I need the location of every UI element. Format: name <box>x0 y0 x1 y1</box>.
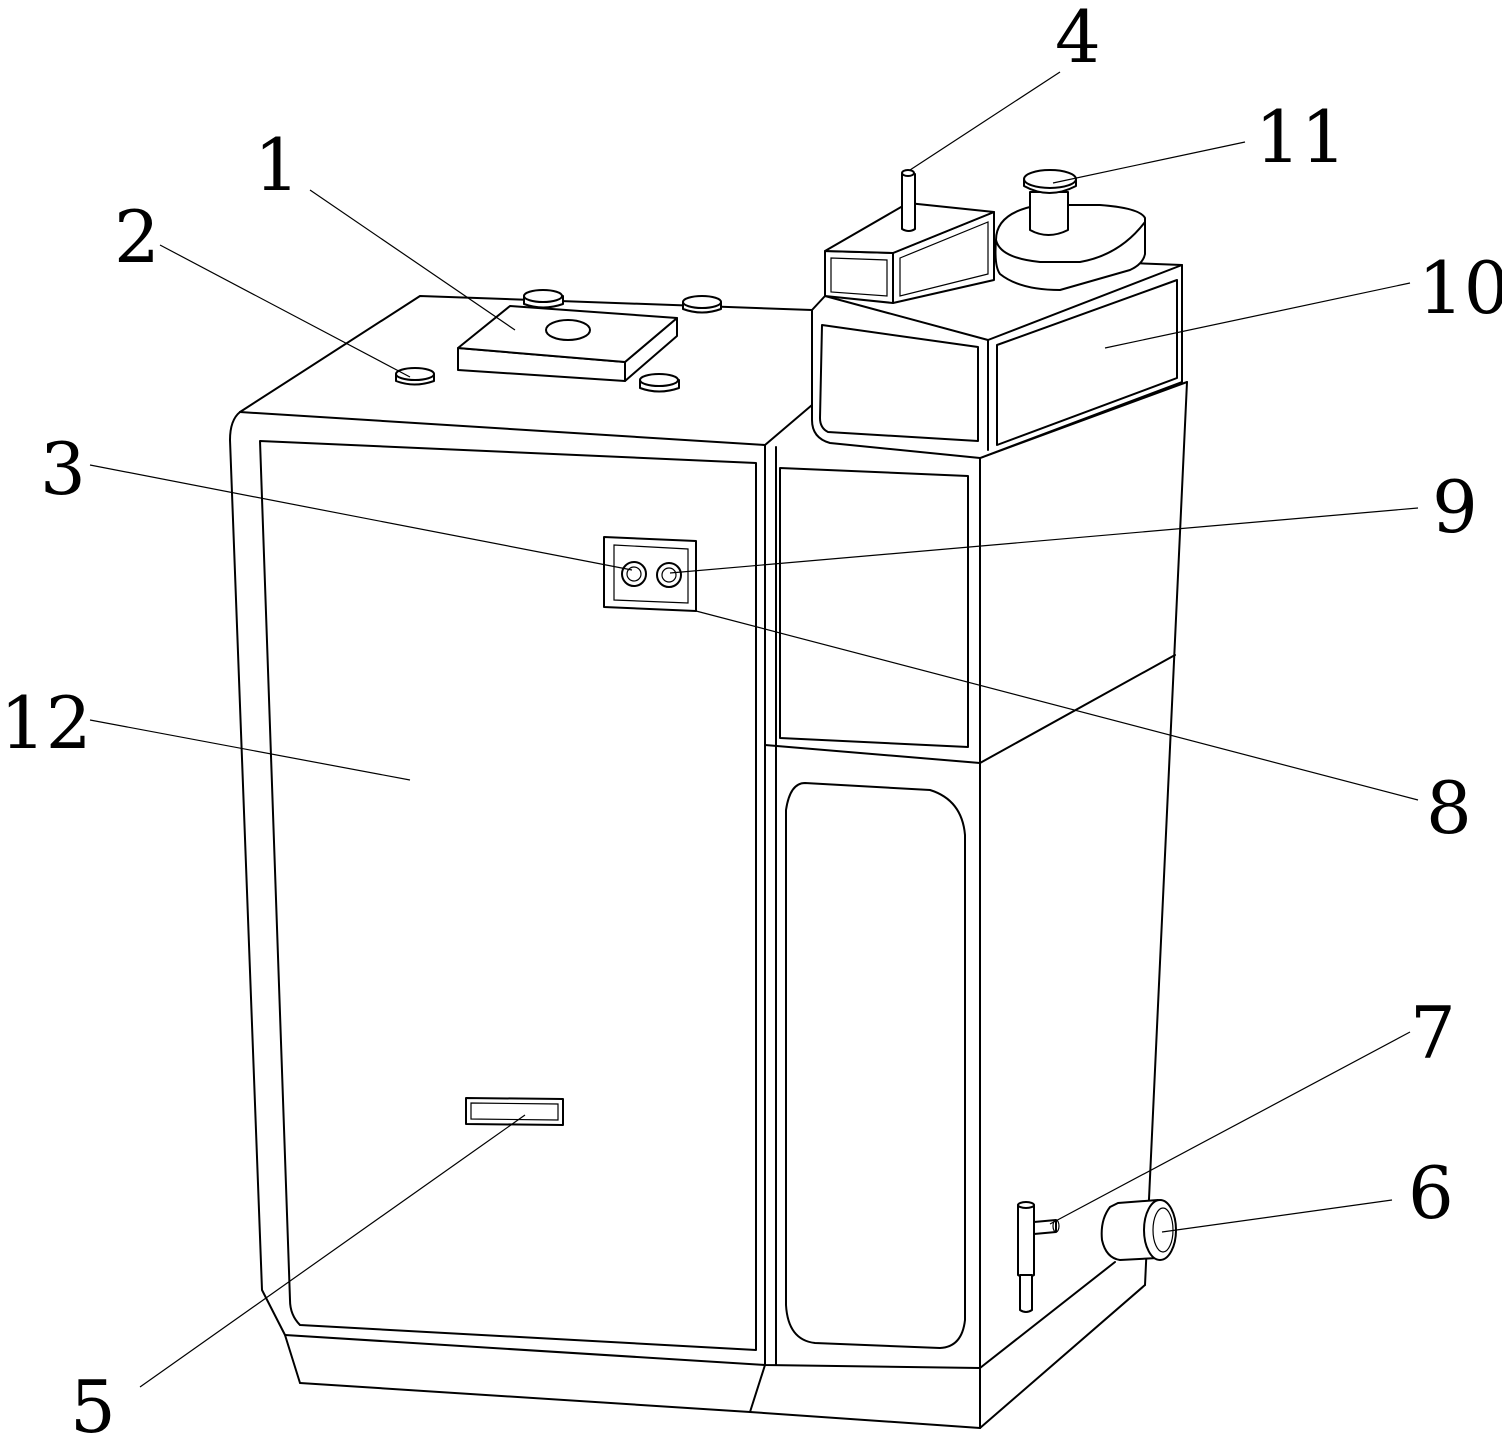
top-knob-back-left <box>523 289 564 309</box>
top-knob-front <box>639 373 680 393</box>
label-3: 3 <box>40 427 86 511</box>
front-door-panel <box>259 440 757 1351</box>
top-plate <box>457 305 678 382</box>
side-upper-window <box>779 467 969 748</box>
antenna-rod <box>901 169 916 232</box>
handle-slot <box>465 1097 564 1126</box>
label-12: 12 <box>0 681 92 765</box>
label-6: 6 <box>1408 1151 1454 1235</box>
label-4: 4 <box>1055 0 1101 79</box>
leader-line-4 <box>909 71 1061 171</box>
label-10: 10 <box>1418 246 1502 330</box>
label-8: 8 <box>1426 766 1472 850</box>
leader-line-11 <box>1052 141 1246 184</box>
leader-lines <box>89 71 1419 1388</box>
leader-line-1 <box>309 189 516 331</box>
leader-line-6 <box>1161 1199 1393 1233</box>
button-9[interactable] <box>656 562 682 588</box>
leader-line-10 <box>1104 282 1411 349</box>
drain-valve[interactable] <box>1017 1201 1060 1313</box>
leader-line-5 <box>139 1114 526 1388</box>
label-2: 2 <box>114 195 160 279</box>
leader-line-12 <box>89 719 411 781</box>
side-band-line <box>764 744 981 764</box>
filler-cap[interactable] <box>1023 169 1077 236</box>
side-lower-window <box>785 782 966 1349</box>
label-9: 9 <box>1432 465 1478 549</box>
leader-line-9 <box>669 507 1419 574</box>
leader-line-3 <box>89 464 633 571</box>
label-11: 11 <box>1255 95 1347 179</box>
leader-line-7 <box>1049 1031 1411 1225</box>
upper-housing <box>811 257 1183 459</box>
label-5: 5 <box>70 1365 116 1447</box>
leader-line-8 <box>695 610 1419 801</box>
cabinet-body <box>229 295 1188 1429</box>
top-knob-back-right <box>682 295 722 314</box>
label-7: 7 <box>1410 991 1456 1075</box>
top-knob-2 <box>395 367 435 386</box>
leader-line-2 <box>159 244 411 378</box>
outlet-pipe[interactable] <box>1100 1199 1177 1261</box>
button-3[interactable] <box>621 561 647 587</box>
control-panel-box <box>603 536 697 612</box>
label-1: 1 <box>254 123 300 207</box>
